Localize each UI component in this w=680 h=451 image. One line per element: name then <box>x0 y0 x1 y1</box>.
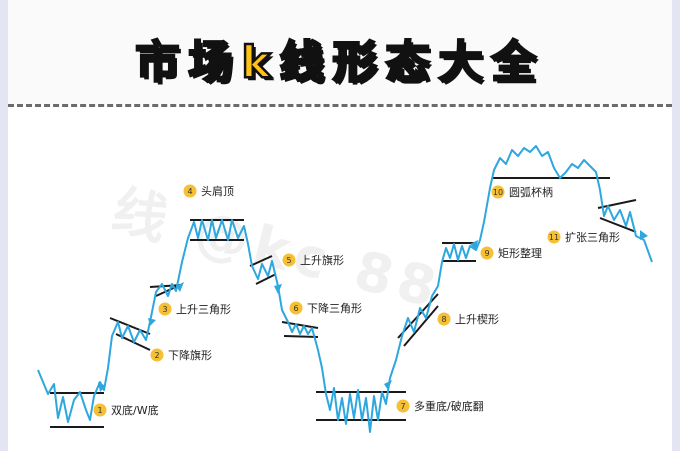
pattern-name: 下降旗形 <box>168 348 212 362</box>
pattern-name: 圆弧杯柄 <box>509 185 553 199</box>
number-badge-text: 1 <box>97 406 102 415</box>
pattern-label-10: 10 圆弧杯柄 <box>491 185 553 199</box>
number-badge-text: 3 <box>162 305 167 314</box>
number-badge-text: 7 <box>400 402 405 411</box>
pattern-name: 扩张三角形 <box>565 230 620 244</box>
pattern-label-3: 3 上升三角形 <box>158 302 231 316</box>
pattern-name: 下降三角形 <box>307 301 362 315</box>
pattern-labels: 1 双底/W底 2 下降旗形 3 上升三角形 4 头肩顶 5 上升旗形 6 下降三角形 7 多重底/破底翻… <box>93 184 620 417</box>
pattern-label-2: 2 下降旗形 <box>150 348 212 362</box>
number-badge-text: 5 <box>286 256 291 265</box>
pattern-name: 双底/W底 <box>111 403 159 417</box>
number-badge <box>183 184 197 198</box>
pattern-name: 上升旗形 <box>300 253 344 267</box>
pattern-label-4: 4 头肩顶 <box>183 184 234 198</box>
number-badge-text: 4 <box>187 187 192 196</box>
pattern-label-7: 7 多重底/破底翻 <box>396 399 484 413</box>
number-badge <box>150 348 164 362</box>
pattern-name: 头肩顶 <box>201 184 234 198</box>
number-badge <box>547 230 561 244</box>
number-badge-text: 9 <box>484 249 489 258</box>
number-badge <box>480 246 494 260</box>
pattern-label-6: 6 下降三角形 <box>289 301 362 315</box>
number-badge <box>491 185 505 199</box>
pattern-label-8: 8 上升楔形 <box>437 312 499 326</box>
number-badge-text: 2 <box>154 351 159 360</box>
number-badge <box>93 403 107 417</box>
pattern-name: 上升楔形 <box>455 313 499 326</box>
frame-right-border <box>672 0 680 451</box>
pattern-label-11: 11 扩张三角形 <box>547 230 620 244</box>
number-badge-text: 6 <box>293 304 298 313</box>
pattern-label-9: 9 矩形整理 <box>480 246 542 260</box>
pattern-name: 矩形整理 <box>498 246 542 260</box>
number-badge-text: 8 <box>441 315 446 324</box>
pattern-name: 多重底/破底翻 <box>414 399 484 413</box>
number-badge <box>437 312 451 326</box>
number-badge <box>396 399 410 413</box>
number-badge <box>158 302 172 316</box>
header-panel <box>8 0 672 104</box>
pattern-label-1: 1 双底/W底 <box>93 403 159 417</box>
dashed-divider <box>8 104 672 107</box>
pattern-name: 上升三角形 <box>176 303 231 316</box>
pattern-label-5: 5 上升旗形 <box>282 253 344 267</box>
number-badge <box>289 301 303 315</box>
number-badge <box>282 253 296 267</box>
page-title: 市场k线形态大全 <box>134 36 545 90</box>
frame-left-border <box>0 0 8 451</box>
number-badge-text: 10 <box>493 188 503 197</box>
arrow-heads <box>98 230 648 392</box>
number-badge-text: 11 <box>549 233 559 242</box>
price-path <box>37 145 653 433</box>
